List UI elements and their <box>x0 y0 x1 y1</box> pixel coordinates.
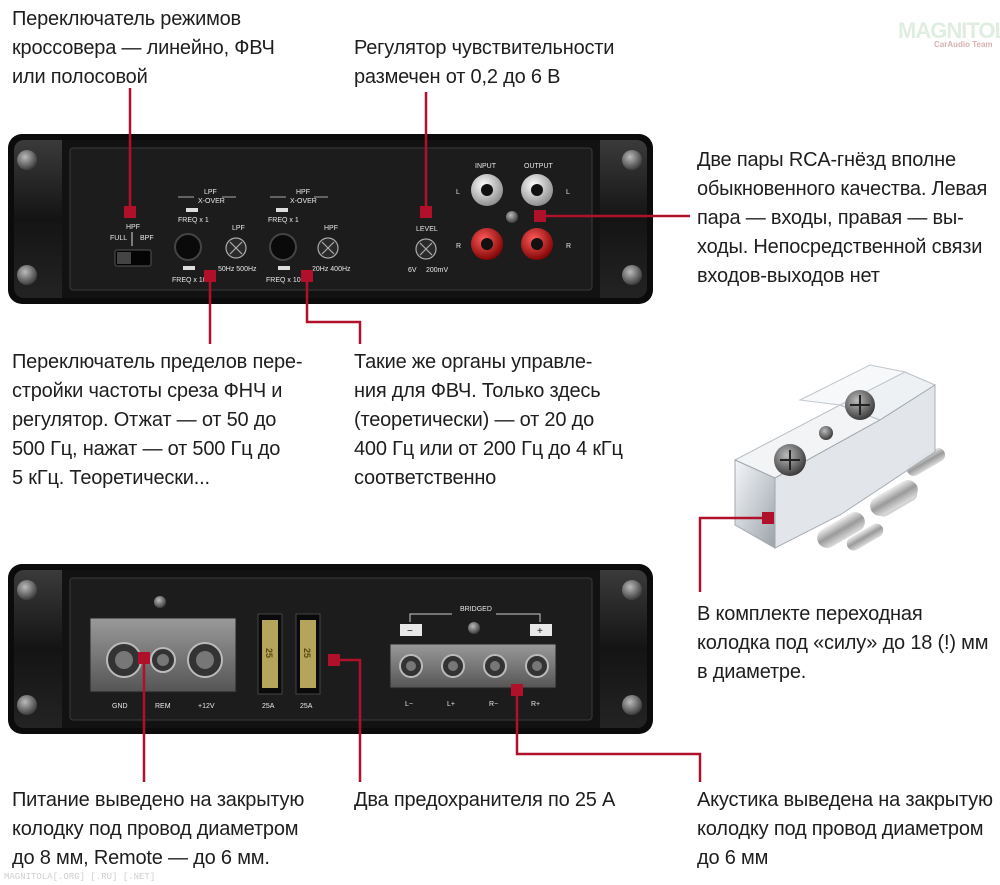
top-panel: HPF FULL BPF LPF X-OVER FREQ x 1 FREQ x … <box>8 134 653 304</box>
svg-text:L: L <box>456 189 460 196</box>
svg-text:INPUT: INPUT <box>475 163 497 170</box>
screw-icon <box>468 622 480 634</box>
level-group: LEVEL 6V 200mV <box>408 226 449 274</box>
svg-text:6V: 6V <box>408 267 417 274</box>
fuse-1[interactable]: 25 <box>257 613 283 695</box>
speaker-terminal-block[interactable] <box>389 643 557 689</box>
callout-markers <box>124 206 774 696</box>
screw-icon <box>506 211 518 223</box>
svg-text:200mV: 200mV <box>426 267 449 274</box>
screw-icon <box>17 150 37 170</box>
fuse-2[interactable]: 25 <box>295 613 321 695</box>
caption-sensitivity: Регулятор чувствительности размечен от 0… <box>354 37 615 88</box>
caption-hpf: Такие же органы управле- ния для ФВЧ. То… <box>354 351 623 489</box>
svg-text:HPF: HPF <box>324 225 338 232</box>
svg-text:REM: REM <box>155 703 171 710</box>
svg-text:L−: L− <box>405 701 413 708</box>
svg-text:R: R <box>566 243 571 250</box>
svg-text:X-OVER: X-OVER <box>198 198 225 205</box>
watermark-sub: CarAudio Team <box>934 40 993 49</box>
lpf-group: LPF X-OVER FREQ x 1 FREQ x 10 LPF 50Hz 5… <box>172 189 257 284</box>
svg-text:R: R <box>456 243 461 250</box>
svg-text:25: 25 <box>264 648 274 658</box>
screw-icon <box>17 580 37 600</box>
crossover-mode-switch[interactable]: HPF FULL BPF <box>110 224 154 267</box>
svg-text:R−: R− <box>489 701 498 708</box>
caption-rca: Две пары RCA-гнёзд вполне обыкновенного … <box>697 149 988 287</box>
caption-adapter: В комплекте переходная колодка под «силу… <box>697 603 989 683</box>
caption-speakers: Акустика выведена на закрытую колодку по… <box>697 789 993 869</box>
watermark-footer: MAGNITOLA[.ORG] [.RU] [.NET] <box>4 872 156 882</box>
caption-crossover-switch: Переключатель режимов кроссовера — линей… <box>12 8 275 88</box>
svg-text:LEVEL: LEVEL <box>416 226 438 233</box>
screw-icon <box>622 265 642 285</box>
svg-text:20Hz 400Hz: 20Hz 400Hz <box>312 266 351 273</box>
screw-icon <box>154 596 166 608</box>
svg-text:FREQ x 10: FREQ x 10 <box>266 277 301 284</box>
caption-fuses: Два предохранителя по 25 А <box>354 789 616 811</box>
svg-text:FREQ x 1: FREQ x 1 <box>268 217 299 224</box>
svg-text:25: 25 <box>302 648 312 658</box>
svg-text:BRIDGED: BRIDGED <box>460 606 492 613</box>
svg-text:X-OVER: X-OVER <box>290 198 317 205</box>
svg-text:GND: GND <box>112 703 128 710</box>
svg-text:50Hz 500Hz: 50Hz 500Hz <box>218 266 257 273</box>
bottom-panel: GND REM +12V 25 25 25A 25A BRIDGED − + <box>8 564 653 734</box>
svg-text:FREQ x 1: FREQ x 1 <box>178 217 209 224</box>
svg-text:L: L <box>566 189 570 196</box>
callout-lines <box>128 88 768 782</box>
svg-text:L+: L+ <box>447 701 455 708</box>
label-full: FULL <box>110 235 127 242</box>
lpf-range-button[interactable] <box>174 233 202 261</box>
svg-text:R+: R+ <box>531 701 540 708</box>
svg-text:HPF: HPF <box>296 189 310 196</box>
label-hpf: HPF <box>126 224 140 231</box>
screw-icon <box>819 426 833 440</box>
svg-text:LPF: LPF <box>204 189 217 196</box>
hpf-range-button[interactable] <box>269 233 297 261</box>
screw-icon <box>622 150 642 170</box>
hpf-group: HPF X-OVER FREQ x 1 FREQ x 10 HPF 20Hz 4… <box>266 189 351 284</box>
adapter-block-image <box>733 364 946 551</box>
screw-icon <box>17 695 37 715</box>
svg-text:+: + <box>537 626 543 637</box>
svg-text:OUTPUT: OUTPUT <box>524 163 554 170</box>
caption-lpf: Переключатель пределов пере- стройки час… <box>12 351 303 489</box>
watermark-brand: MAGNITOLA <box>898 18 1000 43</box>
svg-text:25A: 25A <box>300 703 313 710</box>
svg-text:LPF: LPF <box>232 225 245 232</box>
rca-block: INPUT OUTPUT L R L R <box>456 163 571 260</box>
svg-text:−: − <box>407 626 413 637</box>
svg-text:FREQ x 10: FREQ x 10 <box>172 277 207 284</box>
svg-text:25A: 25A <box>262 703 275 710</box>
caption-power: Питание выведено на закрытую колодку под… <box>12 789 305 869</box>
screw-icon <box>622 695 642 715</box>
label-bpf: BPF <box>140 235 154 242</box>
screw-icon <box>17 265 37 285</box>
svg-text:+12V: +12V <box>198 703 215 710</box>
screw-icon <box>622 580 642 600</box>
power-terminal-block[interactable] <box>89 617 237 693</box>
